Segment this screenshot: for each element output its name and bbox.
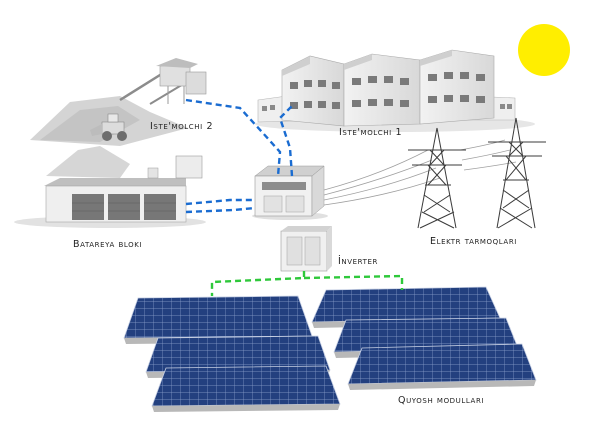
dc-connection-lines [210,271,404,296]
solar-panel-icon [347,343,537,390]
sun-icon [518,24,570,76]
label-consumer-2: Iste'molchi 2 [150,121,214,132]
power-cables [323,139,517,206]
solar-panel-array [123,286,537,412]
label-solar-modules: Quyosh modullari [398,395,485,406]
ac-connection-lines [185,98,295,214]
label-power-grid: Elektr tarmoqlari [430,236,517,247]
label-consumer-1: Iste'molchi 1 [339,127,403,138]
transformer-icon [252,165,328,220]
quarry-icon [30,58,207,178]
label-battery-block: Batareya bloki [73,239,143,250]
factory-icon [255,49,535,132]
label-inverter: İnverter [338,256,378,267]
solar-panel-icon [151,365,341,412]
pylon-icon [408,117,546,229]
inverter-icon [280,226,332,272]
battery-cabinet-icon [14,155,206,228]
